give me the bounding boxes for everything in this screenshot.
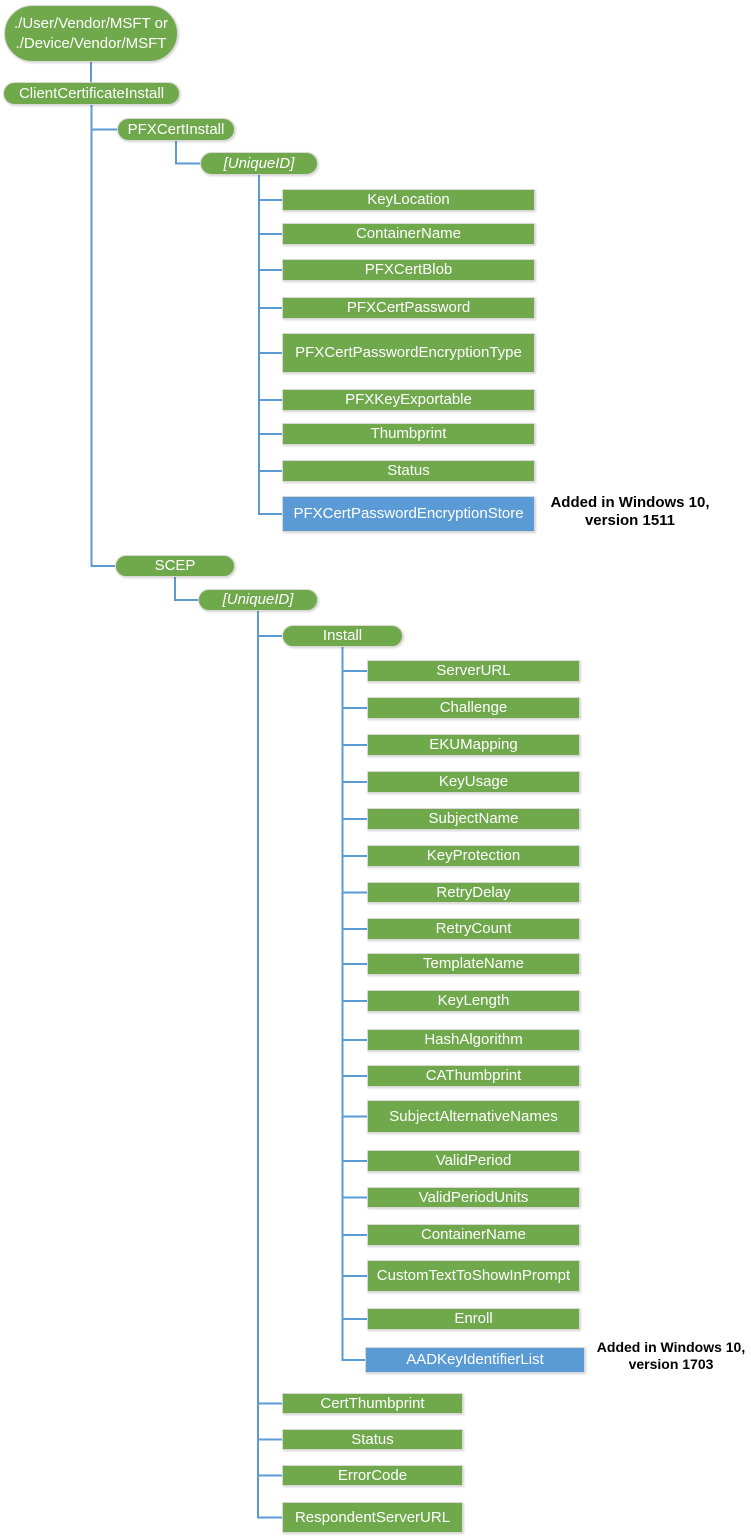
key-location-node: KeyLocation (282, 189, 535, 211)
hash-algorithm-node: HashAlgorithm (367, 1029, 580, 1051)
pfx-cert-install-node: PFXCertInstall (117, 118, 235, 141)
annotation-version-1511: Added in Windows 10, version 1511 (550, 494, 710, 529)
subject-name-node: SubjectName (367, 808, 580, 830)
error-code-node: ErrorCode (282, 1465, 463, 1486)
install-node: Install (282, 625, 403, 647)
enroll-node: Enroll (367, 1308, 580, 1330)
pfx-container-name-node: ContainerName (282, 223, 535, 245)
cert-thumbprint-node: CertThumbprint (282, 1393, 463, 1414)
client-certificate-install-node: ClientCertificateInstall (3, 82, 180, 105)
key-protection-node: KeyProtection (367, 845, 580, 867)
scep-status-node: Status (282, 1429, 463, 1450)
pfx-key-exportable-node: PFXKeyExportable (282, 389, 535, 411)
respondent-server-url-node: RespondentServerURL (282, 1502, 463, 1533)
pfx-status-node: Status (282, 460, 535, 482)
aad-key-identifier-list-node: AADKeyIdentifierList (365, 1347, 585, 1373)
server-url-node: ServerURL (367, 660, 580, 682)
pfx-cert-password-encryption-type-node: PFXCertPasswordEncryptionType (282, 333, 535, 373)
pfx-unique-id-node: [UniqueID] (200, 152, 318, 175)
scep-node: SCEP (115, 555, 235, 577)
annotation-version-1703: Added in Windows 10, version 1703 (596, 1339, 746, 1372)
key-usage-node: KeyUsage (367, 771, 580, 793)
scep-container-name-node: ContainerName (367, 1224, 580, 1246)
valid-period-units-node: ValidPeriodUnits (367, 1187, 580, 1208)
retry-count-node: RetryCount (367, 918, 580, 940)
subject-alternative-names-node: SubjectAlternativeNames (367, 1100, 580, 1133)
root-node: ./User/Vendor/MSFT or ./Device/Vendor/MS… (4, 5, 178, 62)
valid-period-node: ValidPeriod (367, 1150, 580, 1172)
challenge-node: Challenge (367, 697, 580, 719)
pfx-cert-password-encryption-store-node: PFXCertPasswordEncryptionStore (282, 496, 535, 532)
scep-unique-id-node: [UniqueID] (198, 589, 318, 611)
custom-text-to-show-in-prompt-node: CustomTextToShowInPrompt (367, 1260, 580, 1292)
template-name-node: TemplateName (367, 953, 580, 975)
key-length-node: KeyLength (367, 990, 580, 1012)
pfx-cert-blob-node: PFXCertBlob (282, 259, 535, 281)
thumbprint-node: Thumbprint (282, 423, 535, 445)
pfx-cert-password-node: PFXCertPassword (282, 297, 535, 319)
ca-thumbprint-node: CAThumbprint (367, 1065, 580, 1087)
eku-mapping-node: EKUMapping (367, 734, 580, 756)
retry-delay-node: RetryDelay (367, 882, 580, 903)
